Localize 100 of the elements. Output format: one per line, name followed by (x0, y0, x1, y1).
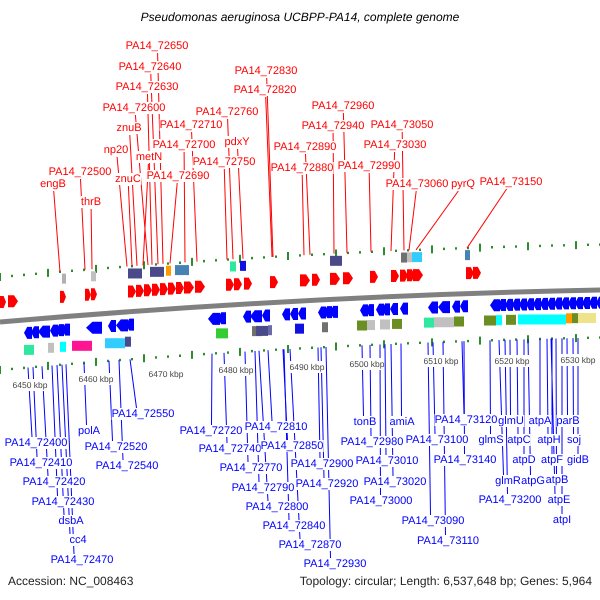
leader-line (400, 343, 402, 416)
gene-label: atpC (507, 434, 531, 446)
leader-line (556, 338, 557, 474)
leader-line (546, 338, 548, 434)
leader-line (408, 190, 417, 251)
gene-label: dsbA (58, 515, 84, 527)
gene-label: PA14_72400 (4, 437, 68, 449)
gene-label: PA14_73030 (364, 139, 426, 151)
gene-label: PA14_72980 (340, 436, 404, 448)
leader-line (266, 78, 274, 258)
leader-line (211, 353, 212, 426)
gene-label: tonB (354, 416, 376, 428)
gene-label: pdxY (224, 136, 250, 148)
gene-label: glmU (498, 415, 524, 427)
leader-line (265, 96, 272, 258)
leader-line (305, 154, 310, 256)
gene-label: glmR (495, 475, 521, 487)
gene-label: atpB (546, 474, 568, 486)
gene-label: PA14_73020 (364, 476, 426, 488)
leader-line (282, 348, 288, 440)
leader-line (130, 358, 137, 408)
gene-label: atpE (548, 494, 570, 506)
scale-label: 6520 kbp (494, 355, 530, 367)
footer-text: Topology: circular; Length: 6,537,648 bp; Genes: 5,964 (300, 575, 592, 587)
gene-label: PA14_72880 (270, 162, 334, 174)
gene-label: PA14_72930 (304, 558, 366, 570)
gene-label: PA14_72820 (234, 84, 296, 96)
gene-label: PA14_72890 (274, 141, 336, 153)
gene-label: PA14_73150 (480, 176, 542, 188)
gene-label: PA14_72550 (112, 408, 174, 420)
leader-line (490, 340, 491, 434)
gene-label: parB (556, 415, 580, 427)
gene-label: PA14_72520 (84, 441, 148, 453)
leader-line (268, 350, 272, 422)
gene-label: PA14_72700 (152, 139, 216, 151)
title: Pseudomonas aeruginosa UCBPP-PA14, complete genome (140, 11, 460, 23)
gene-label: PA14_73010 (356, 455, 418, 467)
gene-label: atpA (528, 415, 552, 427)
gene-label: PA14_72470 (50, 554, 114, 566)
leader-line (142, 164, 149, 266)
leader-line (466, 188, 508, 249)
gene-label: znuC (115, 173, 141, 185)
gene-label: cc4 (69, 534, 87, 546)
gene-label: polA (78, 425, 100, 437)
gene-label: PA14_72500 (48, 166, 112, 178)
gene-label: soj (566, 434, 582, 446)
leader-line (550, 338, 556, 494)
gene-label: PA14_73050 (370, 119, 434, 131)
leader-line (116, 156, 128, 268)
gene-label: PA14_73200 (478, 494, 542, 506)
gene-label: atpH (537, 434, 561, 446)
gene-label: PA14_73110 (417, 535, 479, 547)
gene-label: PA14_72600 (102, 102, 166, 114)
gene-label: amiA (389, 416, 415, 428)
gene-label: atpG (521, 475, 545, 487)
gene-label: PA14_72540 (96, 460, 158, 472)
gene-label: PA14_72650 (126, 40, 188, 52)
gene-label: PA14_72900 (290, 458, 354, 470)
gene-label: PA14_72750 (192, 156, 256, 168)
leader-line (184, 152, 186, 263)
gene-label: PA14_72690 (146, 170, 210, 182)
gene-label: PA14_72940 (302, 120, 364, 132)
leader-line (384, 344, 386, 456)
gene-label: PA14_73120 (434, 414, 498, 426)
gene-label: thrB (80, 196, 102, 208)
gene-label: PA14_72410 (10, 457, 72, 469)
leader-line (302, 174, 304, 256)
gene-label: PA14_72640 (118, 61, 182, 73)
leader-line (80, 178, 86, 270)
scale-label: 6530 kbp (560, 354, 596, 366)
gene-label: PA14_73100 (406, 434, 468, 446)
leader-line (368, 172, 372, 252)
gene-label: PA14_72710 (160, 119, 222, 131)
gene-label: metN (136, 151, 162, 163)
gene-label: PA14_72840 (262, 520, 326, 532)
leader-line (224, 168, 228, 260)
gene-label: PA14_72630 (116, 81, 178, 93)
footer-text: Accession: NC_008463 (8, 575, 134, 587)
gene-label: PA14_73090 (402, 515, 464, 527)
gene-label: PA14_72740 (198, 443, 262, 455)
scale-label: 6510 kbp (424, 355, 458, 367)
gene-label: PA14_72800 (246, 501, 308, 513)
gene-label: atpI (552, 514, 572, 526)
leader-line (129, 134, 138, 266)
scale-label: 6460 kbp (78, 373, 114, 385)
leader-line (416, 190, 459, 250)
gene-label: PA14_72990 (338, 160, 400, 172)
gene-label: PA14_72920 (296, 478, 358, 490)
scale-label: 6450 kbp (12, 379, 48, 391)
scale-label: 6500 kbp (350, 358, 384, 370)
gene-label: PA14_72870 (278, 539, 342, 551)
leader-line (432, 342, 436, 434)
gene-label: pyrQ (451, 178, 475, 190)
gene-label: PA14_72430 (32, 496, 94, 508)
scale-label: 6480 kbp (218, 364, 254, 376)
gene-label: PA14_72850 (260, 440, 324, 452)
gene-label: gidB (566, 454, 590, 466)
gene-label: PA14_72770 (220, 462, 282, 474)
leader-line (53, 190, 60, 272)
gene-label: atpD (512, 454, 536, 466)
